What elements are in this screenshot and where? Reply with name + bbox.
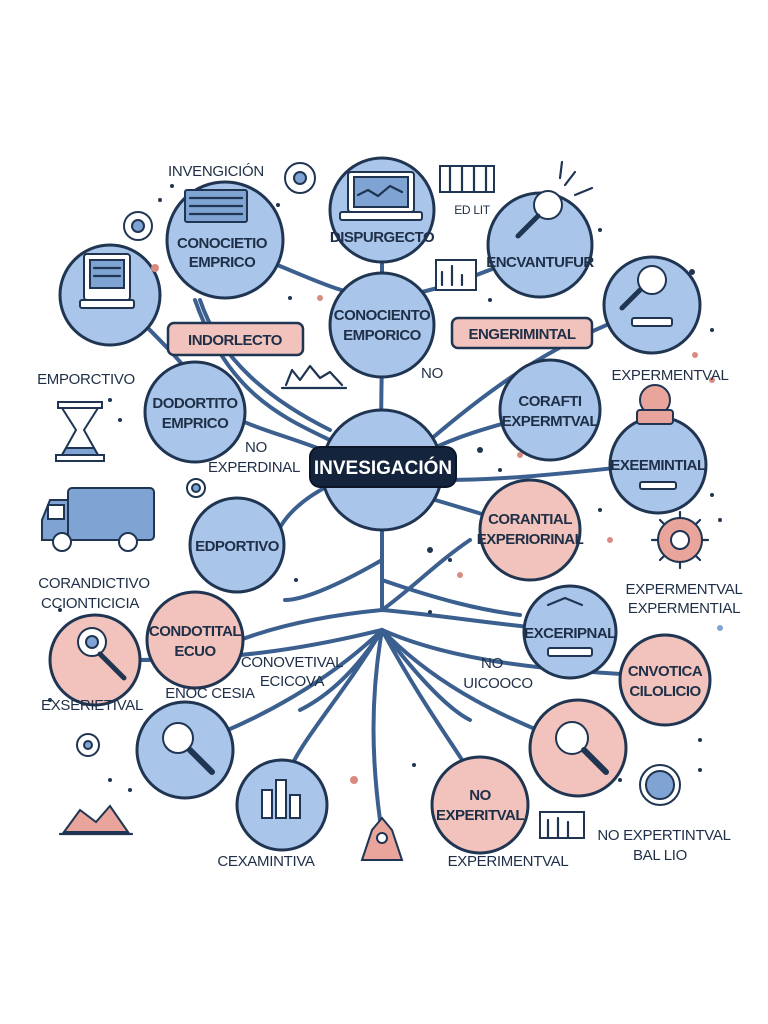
label-corandictivo: CORANDICTIVO xyxy=(38,575,149,592)
target-icon xyxy=(123,211,153,241)
label-experimential: EXPERMENTIAL xyxy=(628,600,740,617)
clock-icon xyxy=(284,162,316,194)
node-no-experitval[interactable]: NO EXPERITVAL xyxy=(430,755,530,855)
box-label: INDORLECTO xyxy=(188,332,283,349)
node-exceripnal[interactable]: EXCERIPNAL xyxy=(522,584,618,680)
box-engerimintal[interactable]: ENGERIMINTAL xyxy=(450,316,594,350)
chart-icon xyxy=(280,364,348,390)
node-conociento-emporico[interactable]: CONOCIENTO EMPORICO xyxy=(328,271,436,379)
mountain-chart-icon xyxy=(58,804,134,836)
node-label: CILOLICIO xyxy=(629,683,701,700)
node-label: CONDOTITAL xyxy=(149,623,242,640)
node-edportivo[interactable]: EDPORTIVO xyxy=(188,496,286,594)
node-label: NO xyxy=(469,787,491,804)
hourglass-icon xyxy=(55,401,105,462)
lamp-icon xyxy=(636,384,674,425)
node-dodortito-emprico[interactable]: DODORTITO EMPRICO xyxy=(143,360,247,464)
node-label: EDPORTIVO xyxy=(195,538,280,555)
node-chart-bottom[interactable] xyxy=(235,758,329,852)
label-no-mid: NO xyxy=(481,655,503,672)
label-invengicion: INVENGICIÓN xyxy=(168,163,264,180)
node-label: EMPORICO xyxy=(343,327,422,344)
label-ccionticicia: CCIONTICICIA xyxy=(41,595,139,612)
node-magnifier-br[interactable] xyxy=(528,698,628,798)
node-label: EMPRICO xyxy=(162,415,229,432)
box-label: ENGERIMINTAL xyxy=(468,326,575,343)
node-label: EXPERIORINAL xyxy=(477,531,584,548)
center-node[interactable]: INVESIGACIÓN xyxy=(309,408,457,532)
node-dispurgecto[interactable]: DISPURGECTO xyxy=(328,156,436,264)
clock-icon xyxy=(639,764,681,806)
node-exeemintial[interactable]: EXEEMINTIAL xyxy=(608,415,708,515)
node-label: EXEEMINTIAL xyxy=(610,457,706,474)
node-label: EXCERIPNAL xyxy=(524,625,616,642)
label-bal-lio: BAL LIO xyxy=(633,847,687,864)
label-cexamintiva: CEXAMINTIVA xyxy=(217,853,315,870)
node-label: CORANTIAL xyxy=(488,511,572,528)
small-target-icon xyxy=(76,733,100,757)
eye-icon xyxy=(186,478,206,498)
node-cnvotica-cilolicio[interactable]: CNVOTICA CILOLICIO xyxy=(618,633,712,727)
free-labels: INVENGICIÓN EMPORCTIVO NO NO EXPERDINAL … xyxy=(37,163,743,870)
node-condotital-ecuo[interactable]: CONDOTITAL ECUO xyxy=(145,590,245,690)
label-ed-lit: ED LIT xyxy=(454,203,491,217)
node-magnifier-bl[interactable] xyxy=(135,700,235,800)
label-conovetival: CONOVETIVAL xyxy=(241,654,343,671)
gear-icon xyxy=(650,510,710,570)
node-magnifier-tr[interactable] xyxy=(602,255,702,355)
node-encvantufur[interactable]: ENCVANTUFUR xyxy=(486,160,595,299)
building-icon xyxy=(539,811,585,840)
node-conocimiento-emprico-tl[interactable]: CONOCIETIO EMPRICO xyxy=(165,180,285,300)
label-experimentval-bottom: EXPERIMENTVAL xyxy=(448,853,569,870)
person-icon xyxy=(360,816,404,861)
node-label: CONOCIETIO xyxy=(177,235,268,252)
label-exserietival: EXSERIETIVAL xyxy=(41,697,143,714)
node-label: DISPURGECTO xyxy=(330,229,435,246)
node-printer-left[interactable] xyxy=(58,243,162,347)
node-label: DODORTITO xyxy=(152,395,238,412)
node-label: EXPERITVAL xyxy=(436,807,524,824)
node-corafti-experemtval[interactable]: CORAFTI EXPERMTVAL xyxy=(498,358,602,462)
label-emporctivo: EMPORCTIVO xyxy=(37,371,135,388)
label-enoc-cesia: ENOC CESIA xyxy=(165,685,255,702)
truck-icon xyxy=(41,487,155,552)
label-experimentval: EXPERMENTVAL xyxy=(626,581,743,598)
node-corantial-experiorinal[interactable]: CORANTIAL EXPERIORINAL xyxy=(477,478,584,582)
center-label: INVESIGACIÓN xyxy=(314,457,452,479)
label-experdinal: EXPERDINAL xyxy=(208,459,300,476)
label-ecicova: ECICOVA xyxy=(260,673,325,690)
node-label: ECUO xyxy=(174,643,216,660)
box-indorlecto[interactable]: INDORLECTO xyxy=(166,321,305,357)
label-no-top: NO xyxy=(421,365,443,382)
node-label: EMPRICO xyxy=(189,254,256,271)
label-experimentval-right: EXPERMENTVAL xyxy=(612,367,729,384)
node-label: CORAFTI xyxy=(518,393,581,410)
node-label: CNVOTICA xyxy=(628,663,703,680)
label-uicooco: UICOOCO xyxy=(463,675,533,692)
bar-chart-icon xyxy=(435,259,477,291)
label-no-expertintval: NO EXPERTINTVAL xyxy=(597,827,730,844)
decorative-dots xyxy=(48,184,723,792)
calendar-grid-icon xyxy=(439,164,495,194)
node-gear-left[interactable] xyxy=(48,613,142,707)
node-label: ENCVANTUFUR xyxy=(486,254,594,271)
label-no: NO xyxy=(245,439,267,456)
node-label: CONOCIENTO xyxy=(334,307,431,324)
node-label: EXPERMTVAL xyxy=(502,413,599,430)
